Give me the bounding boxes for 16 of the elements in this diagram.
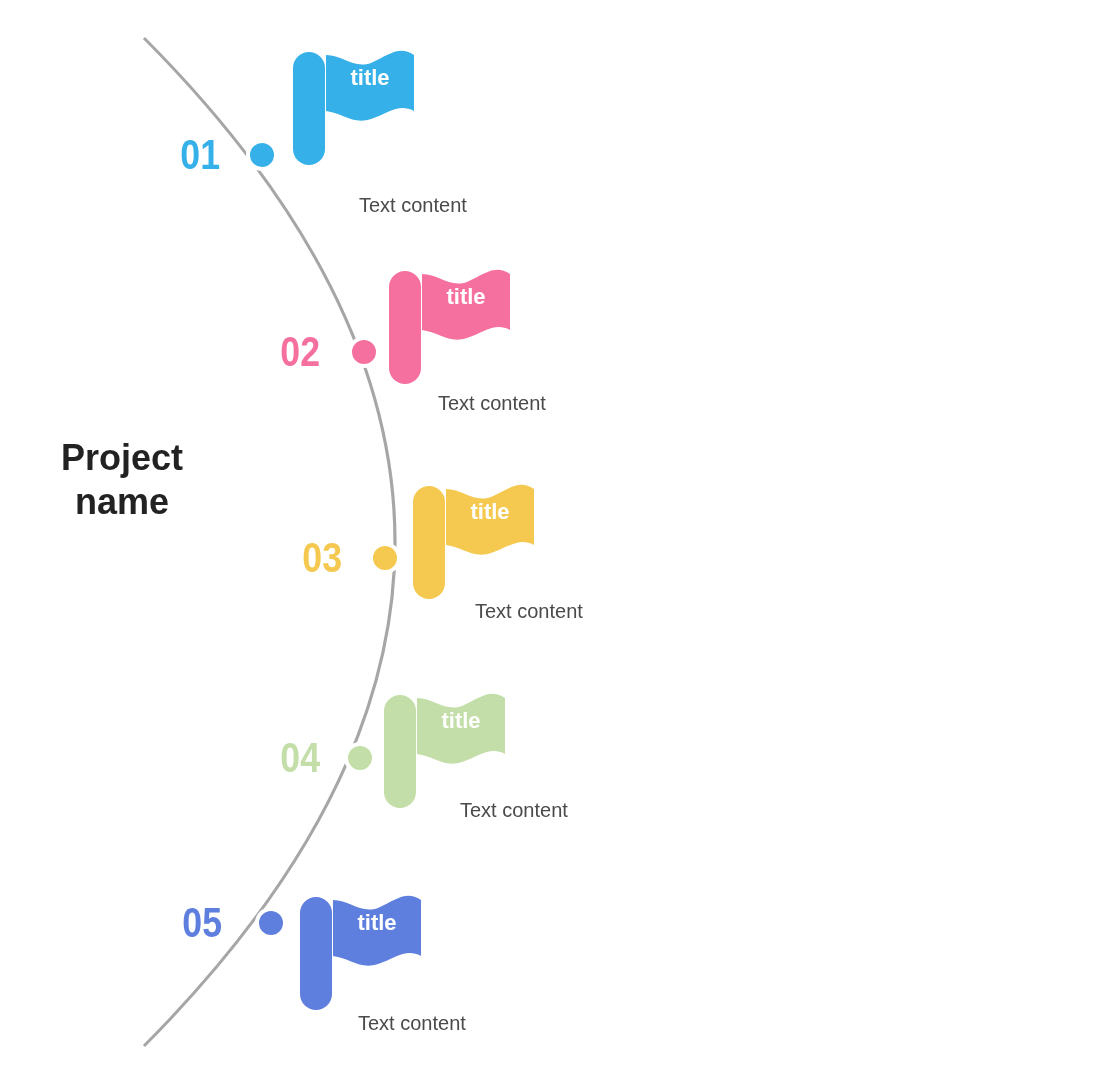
flag-title: title [469, 501, 511, 523]
description-text: Text content [359, 194, 467, 217]
step-number: 03 [301, 537, 342, 579]
flag-title: title [445, 286, 487, 308]
description-text: Text content [358, 1012, 466, 1035]
project-name: Project name [59, 436, 184, 524]
description-text: Text content [438, 392, 546, 415]
step-number: 01 [179, 134, 220, 176]
flag-title: title [349, 67, 391, 89]
step-number: 02 [279, 331, 320, 373]
step-number: 04 [279, 737, 320, 779]
flag-title: title [440, 710, 482, 732]
step-number: 05 [181, 902, 222, 944]
description-text: Text content [475, 600, 583, 623]
flag-title: title [356, 912, 398, 934]
description-text: Text content [460, 799, 568, 822]
